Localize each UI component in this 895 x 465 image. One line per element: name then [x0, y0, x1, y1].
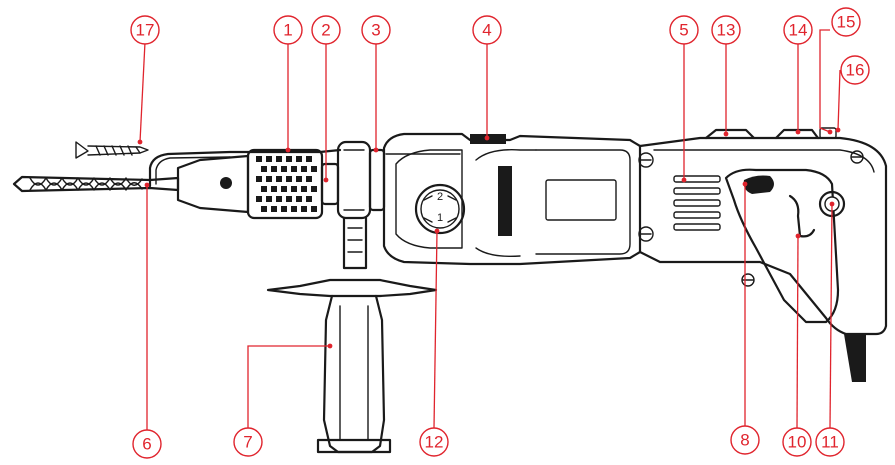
selector-mark-lower: 1	[437, 212, 443, 224]
callout-label-4: 4	[482, 21, 491, 40]
leader-11	[829, 203, 833, 429]
callout-label-13: 13	[717, 21, 736, 40]
leader-10	[796, 235, 799, 429]
chuck-icon	[176, 148, 340, 220]
callouts: 17 1 2 3 4 5 13 14 15 16 6 7 12 8 10 11	[130, 7, 870, 459]
callout-label-5: 5	[679, 21, 688, 40]
motor-housing-icon	[638, 127, 888, 382]
callout-label-15: 15	[837, 13, 856, 32]
callout-15: 15	[831, 7, 861, 37]
callout-label-16: 16	[846, 61, 865, 80]
callout-14: 14	[783, 15, 813, 45]
leader-12	[433, 230, 438, 429]
callout-label-6: 6	[142, 435, 151, 454]
leader-15	[819, 29, 831, 133]
selector-mark-upper: 2	[437, 191, 443, 203]
callout-label-12: 12	[425, 433, 444, 452]
callout-2: 2	[311, 15, 341, 45]
callout-11: 11	[815, 427, 845, 457]
mode-selector-dial-icon: 2 1	[414, 183, 466, 235]
callout-16: 16	[840, 55, 870, 85]
drill-bit-icon	[12, 175, 180, 193]
callout-5: 5	[669, 15, 699, 45]
callout-label-10: 10	[788, 433, 807, 452]
leader-17	[139, 41, 146, 143]
callout-label-8: 8	[740, 431, 749, 450]
screw-bit-icon	[75, 141, 149, 159]
callout-10: 10	[782, 427, 812, 457]
callout-17: 17	[130, 15, 160, 45]
callout-1: 1	[273, 15, 303, 45]
auxiliary-handle-icon	[266, 216, 438, 454]
leader-7	[247, 345, 330, 430]
callout-label-3: 3	[371, 21, 380, 40]
collar-icon	[336, 140, 386, 220]
leader-16	[837, 69, 841, 131]
callout-label-2: 2	[321, 21, 330, 40]
depth-stop-rod	[148, 148, 342, 188]
callout-3: 3	[361, 15, 391, 45]
callout-4: 4	[472, 15, 502, 45]
callout-12: 12	[419, 427, 449, 457]
callout-label-7: 7	[243, 433, 252, 452]
vent-slots	[673, 175, 721, 231]
callout-13: 13	[711, 15, 741, 45]
callout-label-14: 14	[789, 21, 808, 40]
callout-7: 7	[233, 427, 263, 457]
callout-label-17: 17	[136, 21, 155, 40]
callout-6: 6	[132, 429, 162, 459]
drill-body-art: 2 1	[12, 127, 888, 454]
leader-lines	[137, 29, 841, 432]
callout-label-11: 11	[821, 433, 839, 452]
callout-8: 8	[730, 425, 760, 455]
callout-label-1: 1	[283, 21, 292, 40]
